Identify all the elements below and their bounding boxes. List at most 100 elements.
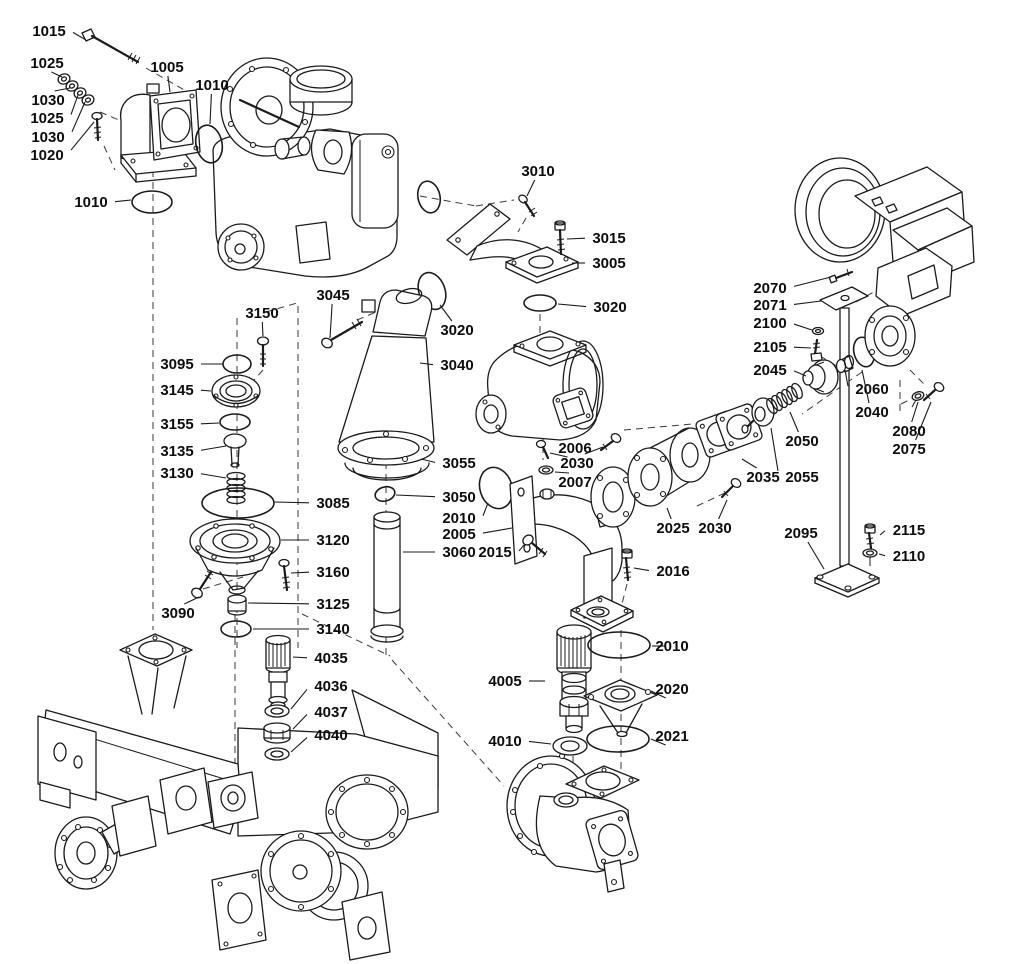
part-number-label: 2020 [655, 681, 688, 698]
part-number-label: 4010 [488, 733, 521, 750]
leader-line [650, 738, 666, 746]
leader-line [54, 87, 71, 92]
part-number-label: 3020 [593, 299, 626, 316]
shaft-stack-drawing [263, 634, 291, 761]
o-ring-3155 [219, 413, 251, 431]
pump-housing-drawing [506, 752, 640, 893]
leader-line [395, 494, 436, 498]
compressor-unit-drawing [212, 57, 442, 278]
valve-stack-parts-drawing [189, 336, 291, 638]
leader-line [807, 541, 825, 570]
part-number-label: 3055 [442, 455, 475, 472]
lower-elbow-assembly-drawing [478, 439, 636, 633]
screw-1020-drawing [91, 111, 103, 142]
part-number-label: 2010 [442, 510, 475, 527]
part-number-label: 3155 [160, 416, 193, 433]
washer-2100 [811, 326, 825, 336]
part-number-label: 3040 [440, 357, 473, 374]
assembly-axis-dashed-lines [99, 67, 928, 796]
part-number-label: 2070 [753, 280, 786, 297]
part-number-label: 3015 [592, 230, 625, 247]
part-number-label: 2100 [753, 315, 786, 332]
leader-line [878, 553, 886, 557]
leader-line [861, 369, 870, 404]
part-number-label: 3005 [592, 255, 625, 272]
part-number-label: 3130 [160, 465, 193, 482]
leader-line [200, 445, 227, 451]
washer-4040 [264, 747, 290, 761]
o-ring-3020-right [523, 294, 557, 312]
part-number-label: 4036 [314, 678, 347, 695]
center-pump-unit-drawing [475, 330, 604, 441]
leader-line [911, 401, 919, 423]
screw-3150-head [256, 336, 270, 346]
leader-line [114, 199, 132, 203]
leader-line [482, 502, 489, 516]
o-ring-3050 [374, 485, 396, 503]
part-number-label: 3085 [316, 495, 349, 512]
leader-line [793, 323, 813, 331]
leader-line [72, 31, 87, 41]
o-ring-3140 [220, 620, 252, 638]
leader-line [290, 737, 308, 753]
leader-line [290, 571, 310, 574]
leader-line [71, 101, 86, 132]
coupling-valve-train-drawing [599, 382, 803, 507]
leader-line [557, 303, 587, 308]
leader-line [184, 596, 200, 605]
part-number-label: 3125 [316, 596, 349, 613]
part-number-label: 2075 [892, 441, 925, 458]
leader-line [292, 714, 308, 730]
part-number-label: 2050 [785, 433, 818, 450]
strainer-cone-assembly-drawing [321, 287, 435, 481]
part-number-label: 3160 [316, 564, 349, 581]
part-number-label: 2005 [442, 526, 475, 543]
part-number-label: 1030 [31, 92, 64, 109]
part-number-label: 1010 [74, 194, 107, 211]
stand-top-plate [819, 286, 869, 311]
part-number-label: 3150 [245, 305, 278, 322]
flange-plate-2035 [715, 403, 763, 451]
bushing-3125 [227, 594, 247, 616]
leader-line [292, 656, 308, 659]
inlet-elbow-assembly-drawing [57, 28, 224, 214]
part-number-label: 3060 [442, 544, 475, 561]
part-number-label: 4037 [314, 704, 347, 721]
callout-layer: 1015102510301025103010201005101010103010… [30, 23, 932, 753]
tube-3060-drawing [370, 485, 404, 643]
part-number-label: 2025 [656, 520, 689, 537]
gasket-1010-lower [131, 190, 173, 214]
leader-line [793, 346, 812, 349]
part-number-label: 2095 [784, 525, 817, 542]
stand-rod-2095 [839, 307, 850, 567]
leader-line [528, 740, 552, 745]
leader-line [633, 567, 650, 572]
part-number-label: 3050 [442, 489, 475, 506]
part-number-label: 1010 [195, 77, 228, 94]
leader-line [718, 499, 728, 520]
gasket-1010-upper [194, 124, 224, 164]
part-number-label: 2110 [893, 548, 926, 565]
leader-line [526, 179, 536, 197]
leader-line [554, 471, 570, 474]
part-number-label: 1005 [150, 59, 183, 76]
part-number-label: 2071 [753, 297, 786, 314]
part-number-label: 1025 [30, 55, 63, 72]
seat-flange-3145 [211, 374, 261, 408]
washer-4010 [552, 736, 588, 756]
leader-line [793, 370, 807, 377]
leader-line [209, 93, 212, 125]
valve-poppet-2055 [751, 397, 775, 427]
part-number-label: 2030 [560, 455, 593, 472]
valve-2045 [802, 359, 839, 395]
o-ring-2010-lower [587, 631, 651, 659]
discharge-elbow-assembly-drawing [417, 194, 579, 312]
part-number-label: 3090 [161, 605, 194, 622]
part-number-label: 4035 [314, 650, 347, 667]
bolt-1015-drawing [81, 28, 141, 65]
leader-line [770, 427, 779, 472]
part-number-label: 3020 [440, 322, 473, 339]
strainer-stack-drawing [552, 624, 658, 756]
washer-2007 [538, 465, 554, 475]
